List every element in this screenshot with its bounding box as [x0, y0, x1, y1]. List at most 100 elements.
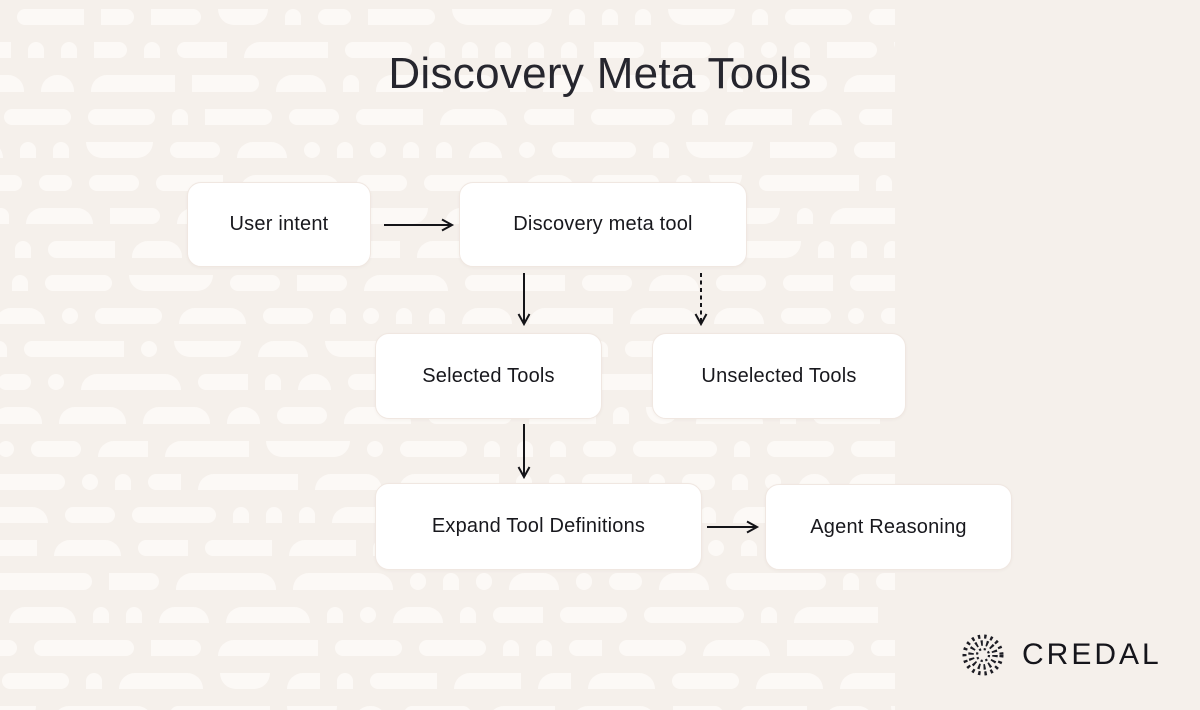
pattern-shape: [94, 42, 127, 59]
pattern-shape: [293, 573, 393, 590]
pattern-shape: [536, 639, 552, 656]
pattern-shape: [17, 9, 84, 26]
pattern-shape: [258, 341, 308, 358]
pattern-shape: [727, 75, 743, 92]
pattern-shape: [869, 9, 895, 26]
pattern-shape: [708, 540, 724, 557]
pattern-shape: [297, 274, 347, 291]
pattern-shape: [237, 141, 287, 158]
pattern-shape: [741, 540, 757, 557]
pattern-shape: [28, 42, 44, 59]
pattern-shape: [327, 606, 343, 623]
pattern-shape: [0, 374, 31, 391]
pattern-shape: [561, 42, 577, 59]
pattern-shape: [538, 673, 571, 690]
pattern-shape: [859, 108, 892, 125]
pattern-shape: [797, 208, 813, 225]
pattern-shape: [583, 374, 667, 391]
pattern-shape: [304, 141, 320, 158]
pattern-shape: [443, 573, 459, 590]
pattern-shape: [734, 241, 801, 258]
node-label: User intent: [229, 213, 329, 235]
pattern-shape: [716, 274, 766, 291]
pattern-shape: [220, 673, 270, 690]
pattern-shape: [367, 440, 383, 457]
pattern-shape: [82, 473, 98, 490]
pattern-shape: [410, 573, 426, 590]
pattern-shape: [0, 175, 22, 192]
pattern-shape: [276, 75, 326, 92]
pattern-shape: [728, 42, 744, 59]
pattern-shape: [588, 673, 655, 690]
pattern-shape: [370, 673, 437, 690]
pattern-shape: [672, 673, 739, 690]
pattern-shape: [360, 606, 376, 623]
pattern-shape: [761, 606, 777, 623]
node-selected-tools: Selected Tools: [375, 333, 602, 419]
pattern-shape: [119, 673, 203, 690]
pattern-shape: [393, 606, 443, 623]
pattern-shape: [891, 706, 895, 710]
pattern-shape: [364, 274, 448, 291]
pattern-shape: [48, 241, 115, 258]
pattern-shape: [335, 639, 402, 656]
pattern-shape: [396, 307, 412, 324]
pattern-shape: [370, 141, 386, 158]
pattern-shape: [115, 473, 131, 490]
pattern-shape: [101, 9, 134, 26]
pattern-shape: [692, 108, 708, 125]
pattern-shape: [824, 706, 874, 710]
pattern-shape: [469, 141, 502, 158]
pattern-shape: [851, 440, 895, 457]
pattern-shape: [591, 108, 675, 125]
node-discovery-meta-tool: Discovery meta tool: [459, 182, 747, 267]
pattern-shape: [357, 175, 407, 192]
pattern-shape: [770, 141, 837, 158]
pattern-shape: [884, 241, 895, 258]
credal-logo-text: CREDAL: [1022, 637, 1162, 671]
node-label: Selected Tools: [422, 364, 555, 387]
pattern-shape: [81, 374, 181, 391]
pattern-shape: [354, 706, 387, 710]
pattern-shape: [761, 42, 777, 59]
pattern-shape: [159, 606, 209, 623]
pattern-shape: [543, 75, 593, 92]
pattern-shape: [230, 274, 280, 291]
pattern-shape: [524, 108, 574, 125]
pattern-shape: [0, 573, 92, 590]
pattern-shape: [165, 440, 249, 457]
pattern-shape: [198, 374, 248, 391]
pattern-shape: [86, 673, 102, 690]
pattern-shape: [0, 75, 24, 92]
pattern-shape: [419, 639, 486, 656]
pattern-shape: [417, 241, 467, 258]
pattern-shape: [0, 440, 14, 457]
pattern-shape: [218, 9, 268, 26]
pattern-shape: [630, 307, 697, 324]
credal-logo-icon: [962, 634, 1004, 675]
pattern-shape: [151, 9, 201, 26]
pattern-shape: [759, 175, 859, 192]
pattern-shape: [0, 407, 42, 424]
pattern-shape: [818, 241, 834, 258]
pattern-shape: [4, 108, 71, 125]
pattern-shape: [170, 141, 220, 158]
pattern-shape: [440, 108, 507, 125]
node-expand-tool-definitions: Expand Tool Definitions: [375, 483, 702, 570]
pattern-shape: [109, 573, 159, 590]
pattern-shape: [126, 606, 142, 623]
pattern-shape: [192, 75, 259, 92]
pattern-shape: [0, 639, 17, 656]
pattern-shape: [277, 407, 327, 424]
pattern-shape: [266, 507, 282, 524]
pattern-shape: [53, 706, 153, 710]
node-unselected-tools: Unselected Tools: [652, 333, 906, 419]
pattern-shape: [876, 573, 895, 590]
pattern-shape: [337, 141, 353, 158]
pattern-shape: [62, 307, 78, 324]
pattern-shape: [179, 307, 246, 324]
pattern-shape: [198, 473, 298, 490]
pattern-shape: [734, 440, 750, 457]
pattern-shape: [53, 141, 69, 158]
pattern-shape: [93, 606, 109, 623]
